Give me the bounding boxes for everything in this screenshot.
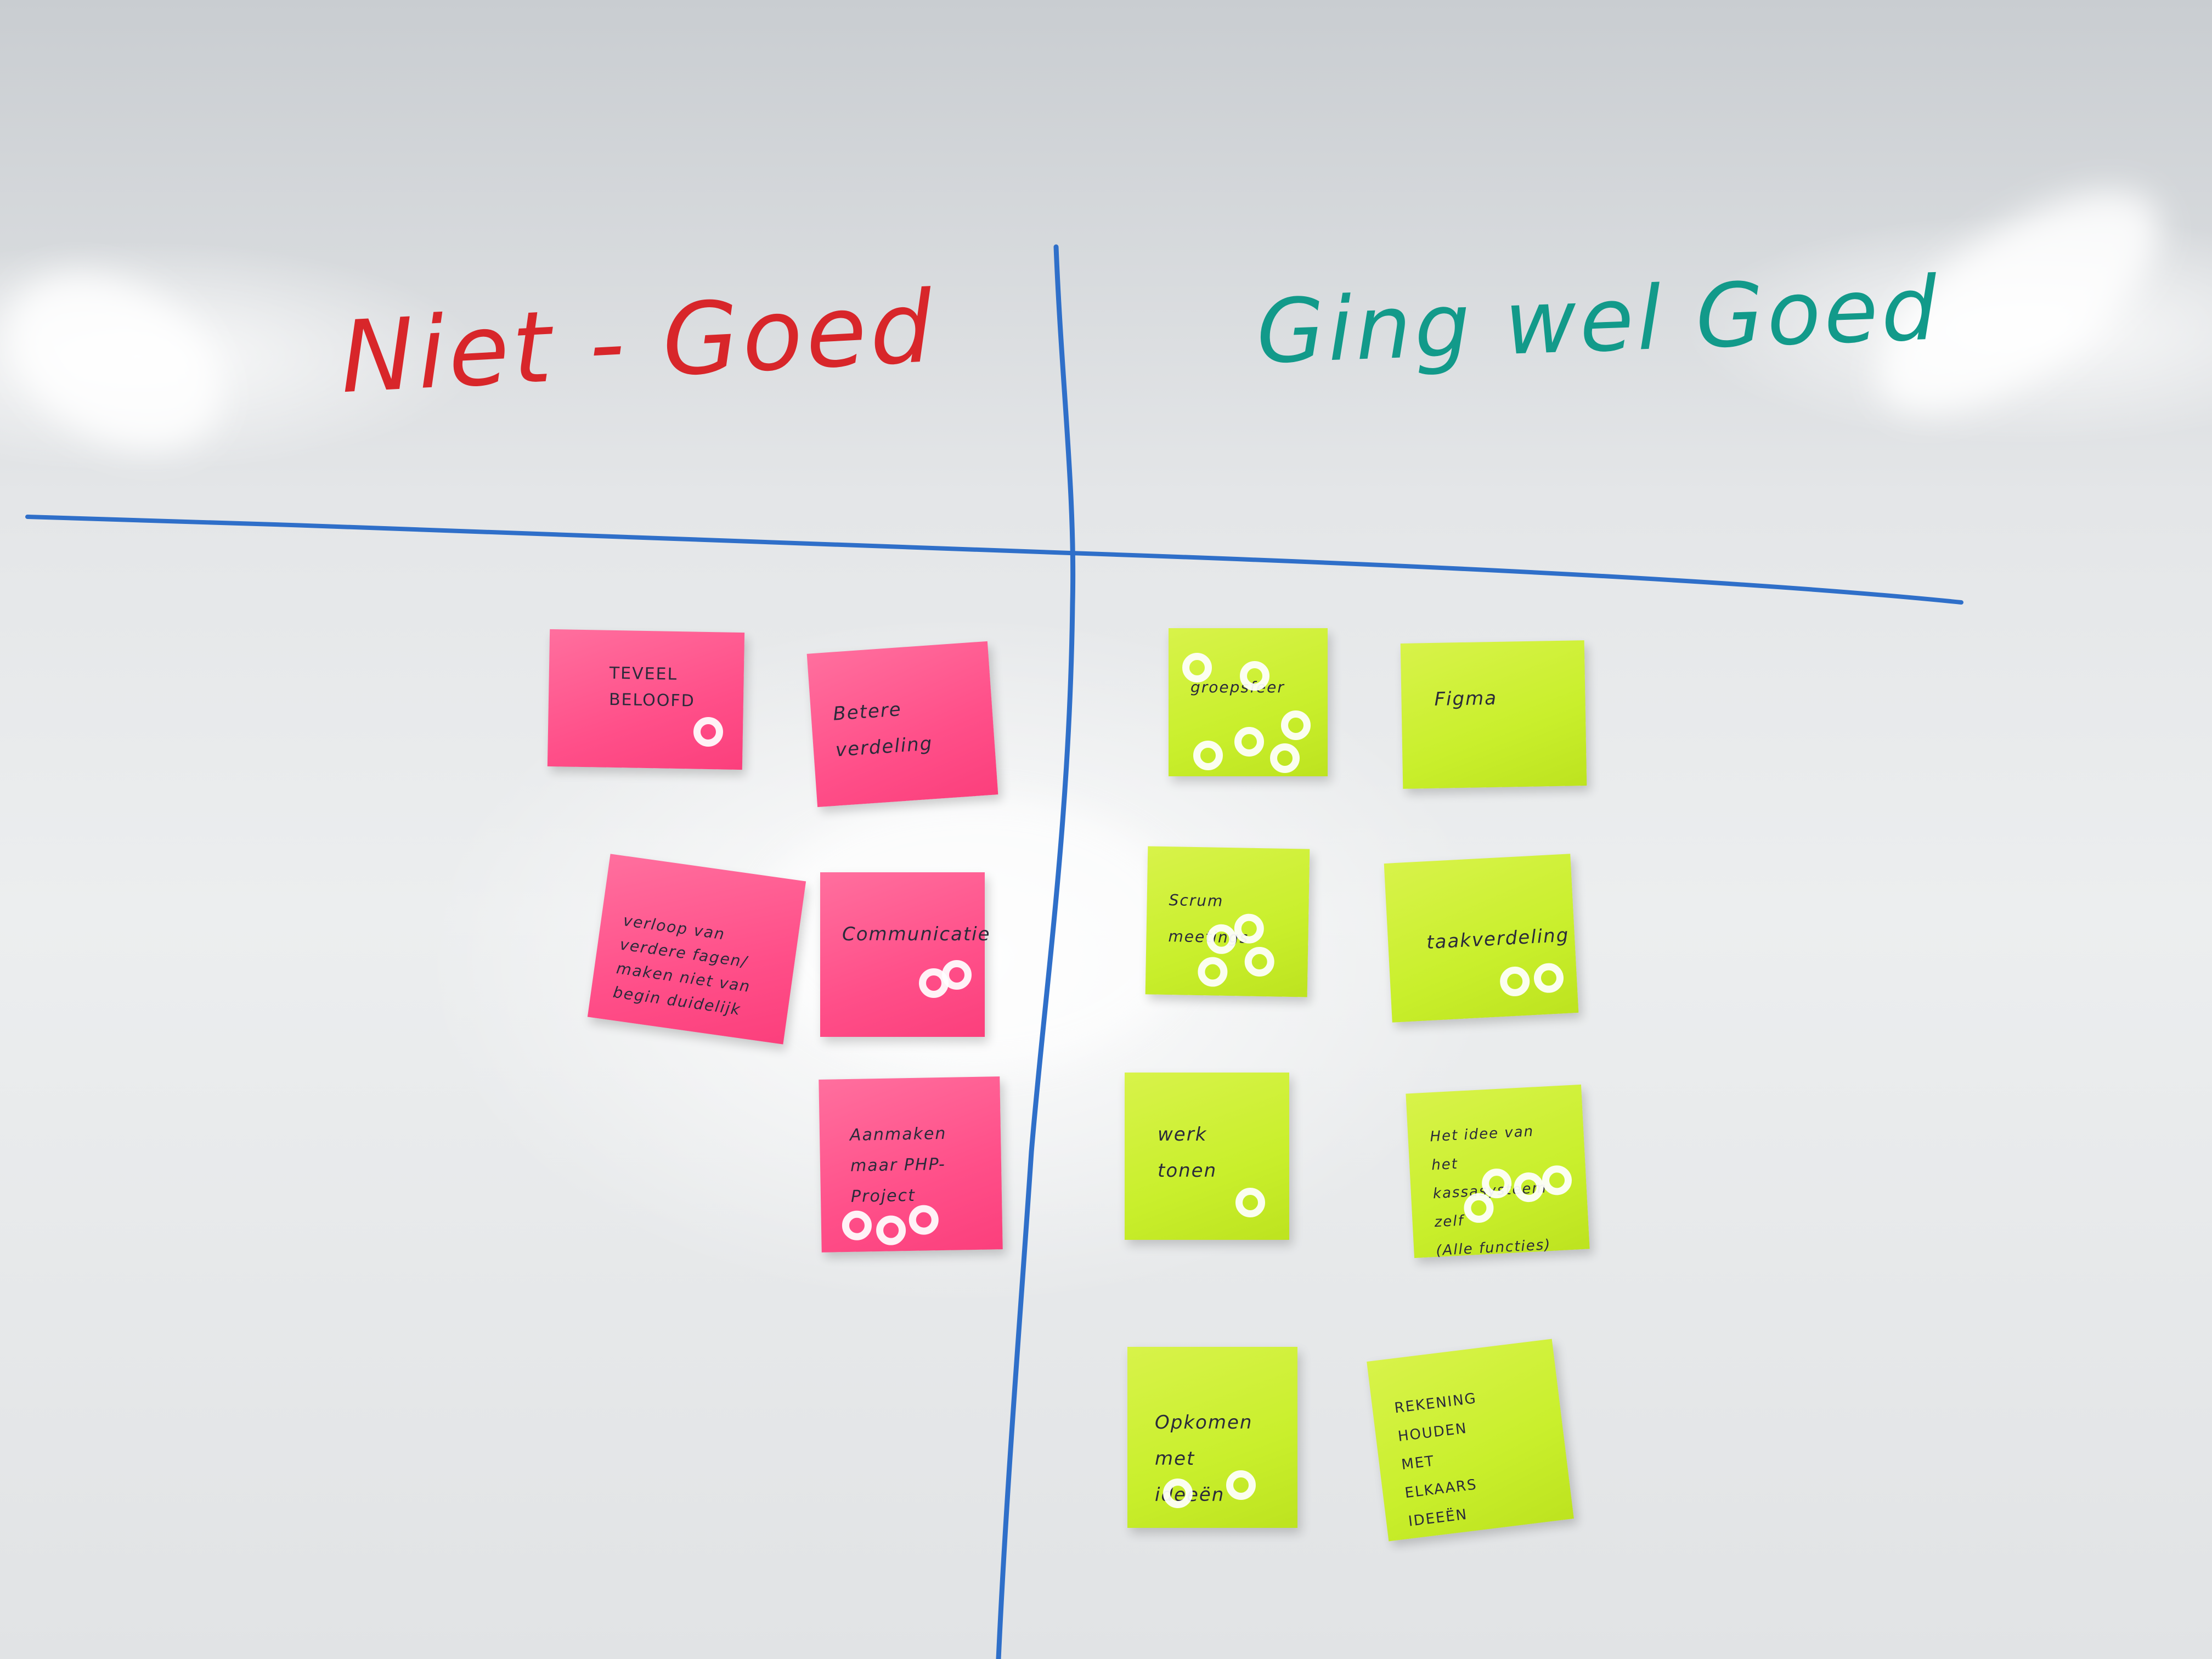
sticker-dot (876, 1215, 906, 1246)
sticker-dot (1197, 957, 1228, 988)
sticky-note-opkomen-ideeen: Opkomen met ideeën (1127, 1347, 1297, 1528)
sticker-dot (1270, 743, 1300, 773)
sticker-dot (1240, 661, 1269, 691)
sticky-note-rekening-houden: REKENING HOUDEN MET ELKAARS IDEEËN (1367, 1339, 1574, 1542)
sticky-note-communicatie: Communicatie (820, 872, 991, 1037)
sticker-dot (1244, 946, 1275, 977)
note-text: werk tonen (1158, 1124, 1217, 1182)
note-text: taakverdeling (1426, 924, 1570, 954)
sticky-note-scrum-meetings: Scrum meetings (1145, 846, 1310, 997)
horizontal-divider-line (25, 515, 1963, 605)
sticker-dot (1193, 741, 1223, 770)
sticky-note-het-idee: Het idee van het kassasysteem zelf (Alle… (1406, 1084, 1590, 1259)
sticky-note-verloop: verloop van verdere fagen/ maken niet va… (587, 854, 806, 1045)
sticky-note-aanmaken-php: Aanmaken maar PHP-Project (819, 1076, 1003, 1252)
note-text: Betere verdeling (832, 698, 934, 761)
note-text: Figma (1434, 687, 1498, 710)
note-text: TEVEEL BELOOFD (608, 663, 696, 711)
sticker-dot (1226, 1470, 1256, 1500)
note-text: REKENING HOUDEN MET ELKAARS IDEEËN (1393, 1390, 1479, 1530)
sticky-note-groepsfeer: groepsfeer (1169, 628, 1328, 776)
sticker-dot (1234, 727, 1264, 757)
sticker-dot (1235, 1188, 1265, 1217)
sticker-dot (1499, 966, 1531, 997)
sticker-dot (1163, 1479, 1193, 1508)
sticker-dot (909, 1205, 939, 1235)
sticky-note-taakverdeling: taakverdeling (1384, 854, 1579, 1023)
note-text: Aanmaken maar PHP-Project (849, 1124, 947, 1206)
sticker-dot (942, 960, 972, 990)
sticky-note-werk-tonen: werk tonen (1125, 1073, 1289, 1240)
note-text: Communicatie (842, 923, 991, 945)
sticker-dot (1182, 653, 1212, 682)
sticky-note-teveel-beloofd: TEVEEL BELOOFD (547, 629, 745, 770)
note-text: verloop van verdere fagen/ maken niet va… (612, 911, 752, 1019)
sticker-dot (842, 1210, 872, 1241)
sticky-note-figma: Figma (1400, 640, 1587, 789)
sticker-dot (1533, 962, 1565, 994)
vertical-divider-line (996, 244, 1076, 1659)
sticky-note-betere-verdeling: Betere verdeling (806, 641, 998, 808)
sticker-dot (693, 716, 724, 747)
sticker-dot (1281, 710, 1311, 740)
